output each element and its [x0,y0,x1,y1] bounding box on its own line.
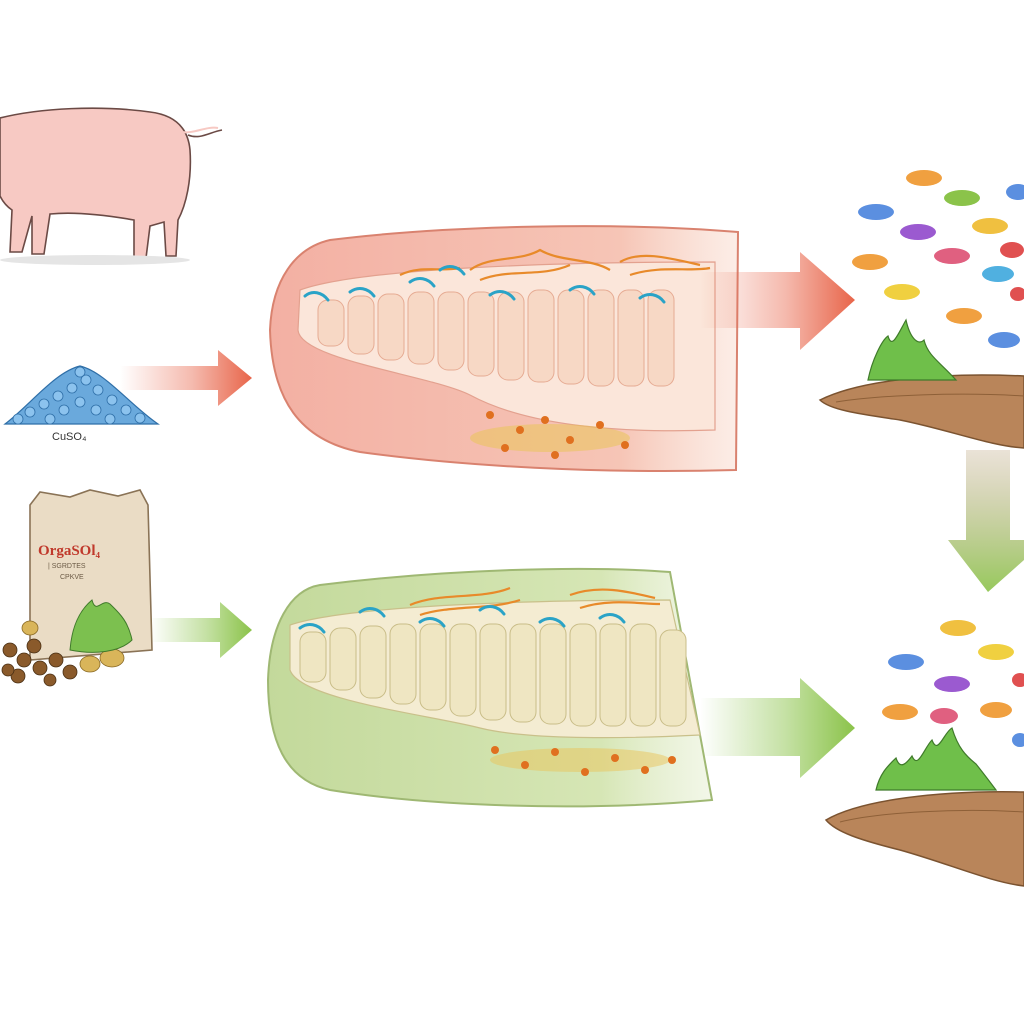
blue-microbes-red [303,265,666,304]
orange-fibers-green [409,586,661,617]
organic-mineral-bag-icon: OrgaSOl₄ | SGRDTES CPKVE [1,489,153,687]
blue-microbes-green [298,605,626,634]
microbe-icon [988,332,1020,348]
organic-input-arrow-icon [150,602,252,658]
feed-pellets [1,599,133,687]
microbe-icon [884,284,920,300]
microbe-icon [944,190,980,206]
microbe-icon [940,620,976,636]
cuso4-label: CuSO₄ [52,431,87,443]
orange-particles-red [486,411,629,459]
inorganic-gut-cross-section-icon [268,225,740,473]
microbe-icon [1000,242,1024,258]
villi-green [299,623,687,727]
bottom-soil-plant-icon [824,727,1024,887]
microbe-icon [1012,733,1024,747]
bag-brand-label: OrgaSOl₄ [38,543,101,559]
microbe-icon [906,170,942,186]
top-soil-plant-icon [818,318,1024,449]
microbe-icon [1012,673,1024,687]
cuso4-crystal-pile-icon: CuSO₄ [3,365,160,443]
microbe-icon [982,266,1014,282]
gut-lumen-green [490,748,670,772]
microbe-icon [852,254,888,270]
microbe-icon [900,224,936,240]
microbe-icon [1006,184,1024,200]
microbe-icon [978,644,1014,660]
microbe-icon [972,218,1008,234]
inorganic-input-arrow-icon [120,350,252,406]
gut-lumen-red [470,424,630,452]
orange-particles-green [491,746,676,776]
inorganic-output-arrow-icon [700,252,855,350]
microbe-icon [930,708,958,724]
pig-icon [0,107,223,265]
microbe-icon [946,308,982,324]
microbe-icon [1010,287,1024,301]
top-microbe-cluster [852,170,1024,348]
orange-fibers-red [399,248,711,282]
organic-gut-cross-section-icon [266,567,714,808]
microbe-icon [934,676,970,692]
down-arrow-icon [948,450,1024,592]
microbe-icon [882,704,918,720]
microbe-icon [934,248,970,264]
bottom-microbe-cluster [882,620,1024,747]
microbe-icon [980,702,1012,718]
bag-sub-label-2: CPKVE [60,574,84,581]
villi-red [317,289,675,387]
microbe-icon [888,654,924,670]
organic-output-arrow-icon [700,678,855,778]
bag-sub-label-1: | SGRDTES [48,563,86,570]
microbe-icon [858,204,894,220]
